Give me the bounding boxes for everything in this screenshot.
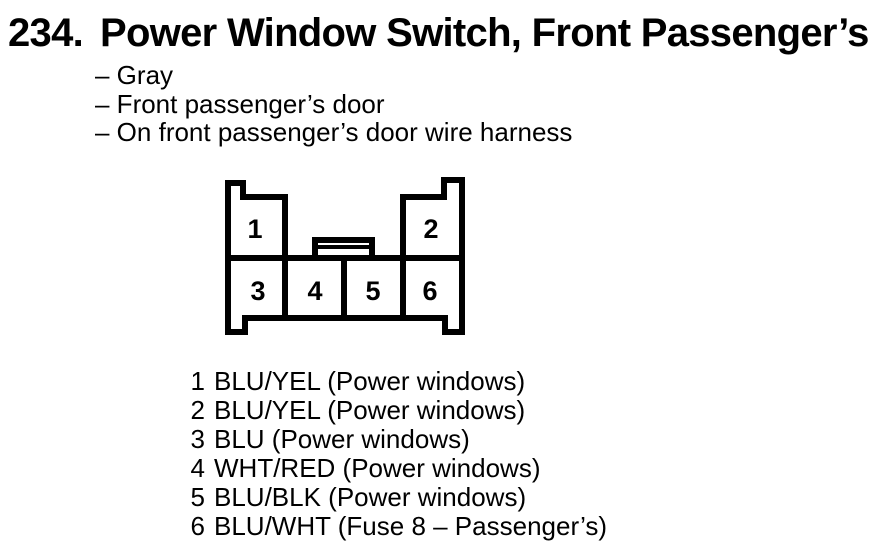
pin-number: 6 — [190, 511, 205, 541]
attribute-color: – Gray — [95, 60, 174, 90]
pinout-row: 6 BLU/WHT (Fuse 8 – Passenger’s) — [180, 511, 608, 541]
pin-cavity-label-2: 2 — [423, 214, 438, 244]
pin-description: BLU (Power windows) — [214, 424, 470, 454]
pinout-row: 4 WHT/RED (Power windows) — [180, 454, 607, 483]
pinout-row: 5 BLU/BLK (Power windows) — [180, 483, 607, 512]
pin-description: BLU/WHT (Fuse 8 – Passenger’s) — [214, 511, 608, 541]
attribute-harness: – On front passenger’s door wire harness — [95, 117, 573, 147]
pin-cavity-label-3: 3 — [250, 276, 265, 306]
page-title: Power Window Switch, Front Passenger’s — [100, 11, 869, 55]
pin-cavity-label-5: 5 — [365, 276, 380, 306]
page-header: 234. Power Window Switch, Front Passenge… — [8, 10, 869, 56]
pin-description: BLU/BLK (Power windows) — [214, 482, 527, 512]
connector-attributes: – Gray – Front passenger’s door – On fro… — [95, 61, 572, 147]
pinout-row: 3 BLU (Power windows) — [180, 425, 607, 454]
pinout-row: 2 BLU/YEL (Power windows) — [180, 396, 607, 425]
pin-number: 2 — [190, 395, 205, 425]
pin-number: 4 — [190, 453, 205, 483]
pin-number: 1 — [190, 366, 205, 396]
pin-cavity-label-6: 6 — [422, 276, 437, 306]
pin-description: BLU/YEL (Power windows) — [214, 366, 526, 396]
pin-cavity-label-1: 1 — [247, 214, 262, 244]
pinout-list: 1 BLU/YEL (Power windows) 2 BLU/YEL (Pow… — [180, 367, 608, 541]
item-number: 234. — [8, 11, 84, 55]
connector-diagram: 1 2 3 4 5 6 — [225, 177, 465, 335]
pin-description: WHT/RED (Power windows) — [214, 453, 541, 483]
pin-number: 3 — [190, 424, 205, 454]
attribute-location: – Front passenger’s door — [95, 88, 385, 119]
pinout-row: 1 BLU/YEL (Power windows) — [180, 367, 607, 396]
pin-description: BLU/YEL (Power windows) — [214, 395, 526, 425]
pin-cavity-label-4: 4 — [307, 276, 322, 306]
pin-number: 5 — [190, 482, 205, 512]
